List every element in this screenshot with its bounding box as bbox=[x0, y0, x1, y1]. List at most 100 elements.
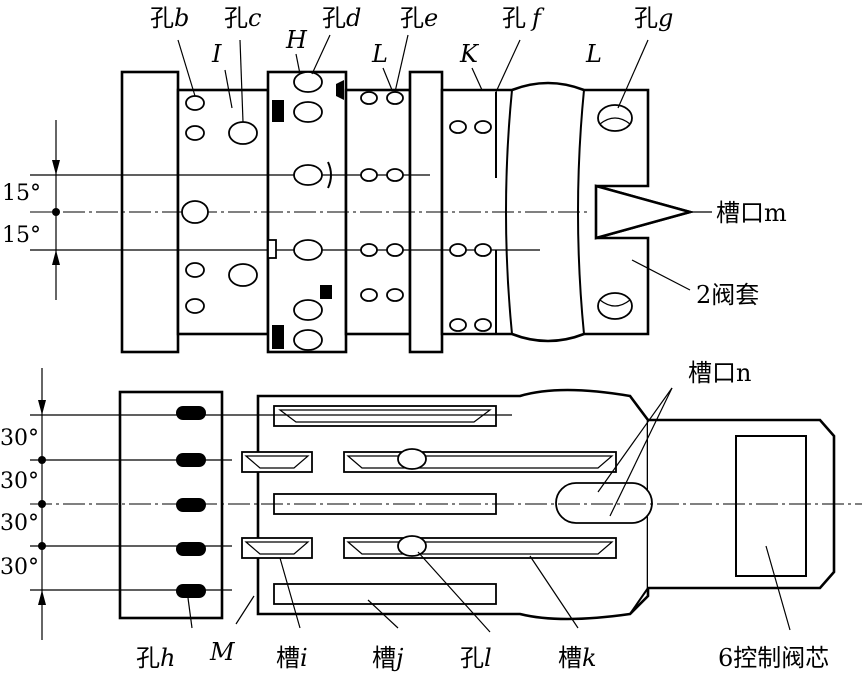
slot-i-bevel bbox=[244, 455, 310, 469]
leader-l bbox=[417, 551, 491, 633]
shaft-chamfer-top bbox=[629, 395, 649, 421]
label-hole-l: 孔l bbox=[460, 644, 492, 672]
hole-g-inner bbox=[599, 117, 631, 125]
spool-flat bbox=[735, 435, 807, 577]
hole-b bbox=[185, 298, 205, 314]
bracket-mark bbox=[327, 161, 332, 189]
hole-b bbox=[185, 95, 205, 111]
angle-dot bbox=[38, 542, 46, 550]
hole-g-inner bbox=[599, 299, 631, 307]
hole-b bbox=[181, 200, 209, 224]
leader-d bbox=[311, 34, 331, 75]
slot-j-top-bevel bbox=[278, 409, 492, 423]
hole-e bbox=[360, 91, 378, 105]
label-hole-e: 孔e bbox=[400, 4, 438, 32]
seal-marker bbox=[272, 325, 284, 349]
hole-h bbox=[176, 542, 206, 556]
leader-I bbox=[224, 69, 233, 109]
label-H: H bbox=[285, 26, 308, 54]
hole-f bbox=[474, 120, 492, 134]
angle-label-bottom: 30° bbox=[0, 469, 39, 494]
leader-K bbox=[471, 67, 483, 91]
hole-d bbox=[293, 299, 323, 321]
arrow-top-1 bbox=[52, 160, 60, 175]
label-slot-i: 槽i bbox=[276, 644, 308, 672]
label-control-spool: 6控制阀芯 bbox=[718, 644, 829, 672]
angle-label-top: 15° bbox=[2, 223, 41, 248]
notch-n bbox=[555, 482, 653, 524]
angle-center-dot-top bbox=[52, 208, 60, 216]
angle-dot bbox=[38, 500, 46, 508]
angle-label-top: 15° bbox=[2, 181, 41, 206]
label-hole-h: 孔h bbox=[136, 644, 175, 672]
angle-dot bbox=[38, 456, 46, 464]
arrow-top-2 bbox=[52, 250, 60, 265]
seal-marker bbox=[336, 80, 344, 100]
hole-d bbox=[293, 71, 323, 93]
slot-i-bevel bbox=[244, 541, 310, 555]
label-slot-j: 槽j bbox=[372, 644, 404, 672]
hole-e bbox=[360, 288, 378, 302]
hole-f bbox=[449, 120, 467, 134]
hole-f bbox=[474, 243, 492, 257]
hole-h bbox=[176, 498, 206, 512]
hole-l bbox=[397, 448, 427, 470]
leader-n bbox=[609, 387, 673, 517]
slot-k bbox=[343, 537, 617, 559]
hole-l bbox=[397, 535, 427, 557]
hole-f bbox=[449, 243, 467, 257]
leader-H bbox=[295, 53, 301, 75]
hole-e bbox=[386, 243, 404, 257]
leader-k bbox=[529, 555, 579, 629]
notch-m bbox=[594, 184, 695, 240]
hole-d bbox=[293, 164, 323, 186]
arrow-bot-2 bbox=[38, 590, 46, 605]
leader-L1 bbox=[382, 67, 393, 91]
label-slot-k: 槽k bbox=[558, 644, 597, 672]
hole-c bbox=[228, 263, 258, 287]
control-spool-view bbox=[30, 368, 862, 640]
label-I: I bbox=[211, 40, 222, 68]
shaft-chamfer-bottom bbox=[629, 587, 649, 615]
leader-f bbox=[495, 39, 521, 93]
arrow-bot-1 bbox=[38, 400, 46, 415]
slot-k bbox=[343, 451, 617, 473]
label-notch-n: 槽口n bbox=[688, 359, 751, 387]
leader-c bbox=[239, 39, 244, 123]
hole-d bbox=[293, 329, 323, 351]
angle-label-bottom: 30° bbox=[0, 555, 39, 580]
slot-j-top bbox=[273, 405, 497, 427]
hole-d bbox=[293, 101, 323, 123]
valve-sleeve-view bbox=[30, 34, 712, 354]
hole-c bbox=[228, 121, 258, 145]
label-hole-b: 孔b bbox=[150, 4, 189, 32]
hole-e bbox=[360, 243, 378, 257]
label-L2: L bbox=[585, 40, 602, 68]
hole-h bbox=[176, 584, 206, 598]
label-L1: L bbox=[371, 40, 388, 68]
hole-e bbox=[386, 91, 404, 105]
leader-e bbox=[394, 34, 409, 93]
leader-sleeve bbox=[631, 259, 691, 291]
seal-marker bbox=[272, 100, 284, 122]
leader-h bbox=[187, 597, 193, 629]
seal-marker bbox=[320, 285, 332, 299]
seal-marker bbox=[267, 239, 277, 259]
label-hole-c: 孔c bbox=[224, 4, 261, 32]
slot-k-bevel bbox=[346, 455, 614, 469]
hole-b bbox=[185, 125, 205, 141]
slot-j-bottom bbox=[273, 583, 497, 605]
hole-e bbox=[386, 288, 404, 302]
leader-b bbox=[177, 39, 196, 97]
hole-e bbox=[386, 168, 404, 182]
label-valve-sleeve: 2阀套 bbox=[696, 281, 759, 309]
hole-d bbox=[293, 239, 323, 261]
hole-h bbox=[176, 406, 206, 420]
hole-f bbox=[449, 318, 467, 332]
leader-M bbox=[235, 595, 255, 625]
label-notch-m: 槽口m bbox=[716, 199, 787, 227]
